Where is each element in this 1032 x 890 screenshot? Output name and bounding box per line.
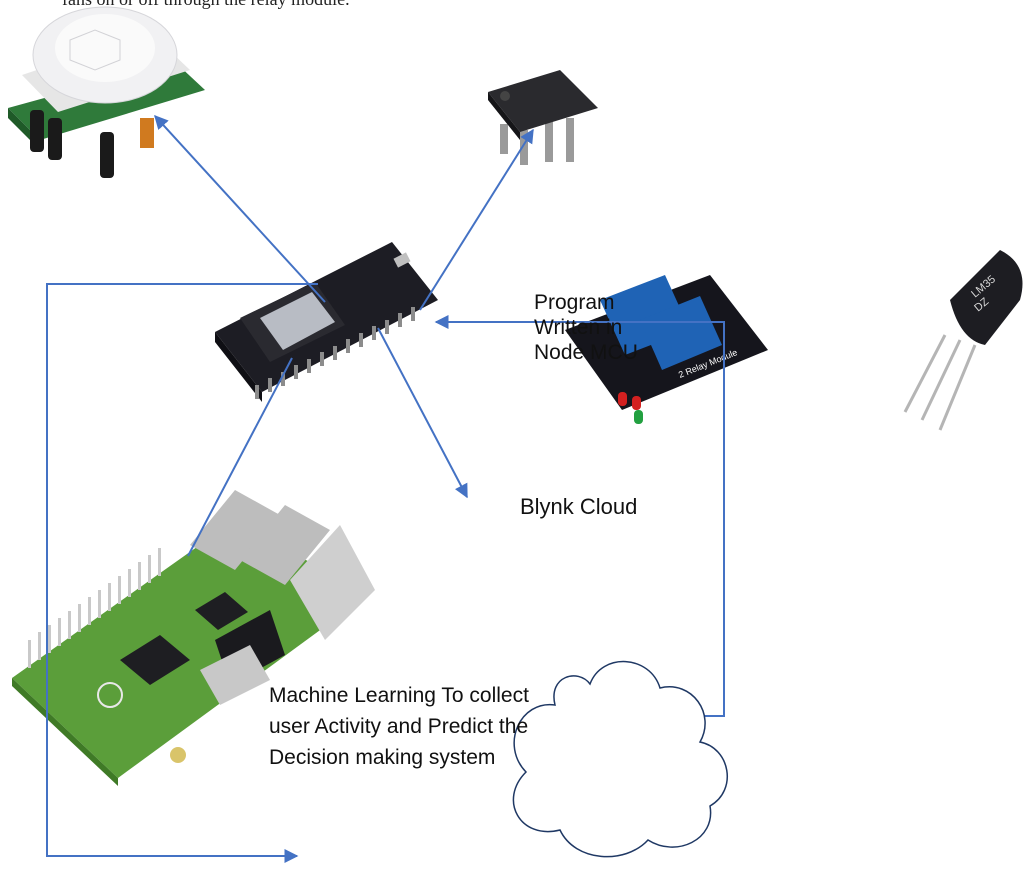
arrow-to-blynk-cloud [377, 327, 468, 499]
top-caption-text: fans on or off through the relay module. [62, 0, 350, 10]
ml-label-line1: Machine Learning To collect [269, 684, 529, 707]
lm35-temperature-sensor: LM35 DZ [903, 250, 1023, 431]
line-pi-to-nodemcu [187, 357, 293, 557]
program-label-line2: Written in [534, 316, 623, 339]
raspberry-pi-board [12, 490, 375, 786]
optocoupler-ic [488, 70, 598, 165]
node-mcu-board [215, 242, 438, 402]
pir-motion-sensor [8, 6, 205, 178]
arrow-to-optocoupler [419, 128, 534, 311]
blynk-cloud-label: Blynk Cloud [520, 494, 638, 519]
ml-description-label: Machine Learning To collect user Activit… [269, 680, 639, 773]
ml-cloud-shape [512, 660, 728, 858]
program-label: Program Written in Node MCU [534, 290, 674, 365]
ml-label-line2: user Activity and Predict the [269, 715, 529, 738]
program-label-line1: Program [534, 291, 615, 314]
relay-module: 2 Relay Module [565, 275, 768, 424]
arrow-feedback-loop [46, 283, 318, 863]
program-label-line3: Node MCU [534, 341, 638, 364]
ml-label-line3: Decision making system [269, 746, 496, 769]
arrow-to-pir-sensor [154, 114, 326, 303]
